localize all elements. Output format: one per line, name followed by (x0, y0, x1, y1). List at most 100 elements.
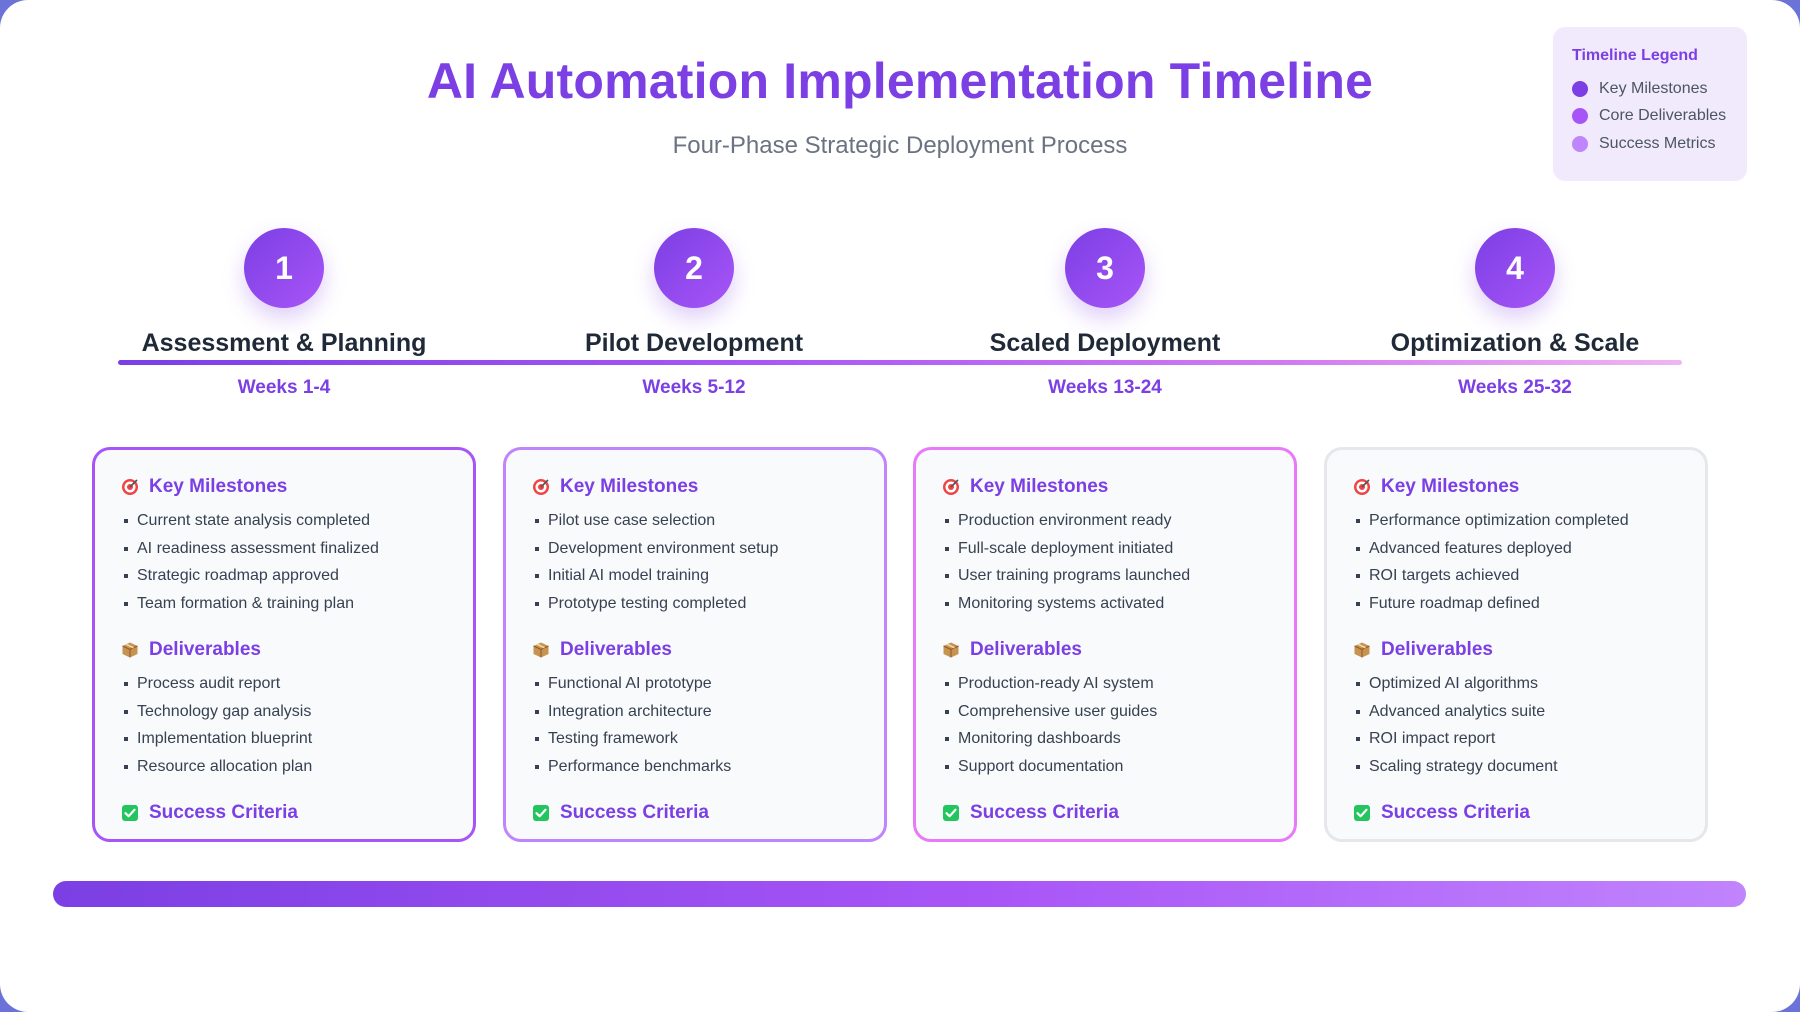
timeline-line (118, 360, 1682, 365)
check-icon (121, 804, 139, 822)
legend-item-deliverables: Core Deliverables (1572, 103, 1728, 131)
deliverables-heading: Deliverables (942, 639, 1268, 661)
list-item: Initial AI model training (532, 562, 858, 590)
milestones-heading: Key Milestones (1353, 476, 1679, 498)
page-title: AI Automation Implementation Timeline (426, 53, 1374, 109)
list-item: Full-scale deployment initiated (942, 535, 1268, 563)
list-item: Production environment ready (942, 507, 1268, 535)
list-item: Strategic roadmap approved (121, 562, 447, 590)
check-icon (942, 804, 960, 822)
package-icon (942, 641, 960, 659)
success-criteria-heading: Success Criteria (121, 802, 447, 824)
list-item: Pilot use case selection (532, 507, 858, 535)
phase-number-badge: 2 (654, 228, 734, 308)
target-icon (942, 478, 960, 496)
section-title: Deliverables (1381, 639, 1493, 660)
target-icon (532, 478, 550, 496)
package-icon (532, 641, 550, 659)
legend-title: Timeline Legend (1572, 47, 1698, 64)
timeline-legend: Timeline Legend Key Milestones Core Deli… (1553, 27, 1747, 181)
phase-weeks: Weeks 25-32 (1458, 377, 1572, 398)
section-title: Deliverables (970, 639, 1082, 660)
list-item: Implementation blueprint (121, 725, 447, 753)
phase-weeks: Weeks 13-24 (1048, 377, 1162, 398)
list-item: Current state analysis completed (121, 507, 447, 535)
success-criteria-heading: Success Criteria (942, 802, 1268, 824)
list-item: Future roadmap defined (1353, 590, 1679, 618)
milestones-heading: Key Milestones (121, 476, 447, 498)
list-item: Monitoring systems activated (942, 590, 1268, 618)
milestones-heading: Key Milestones (532, 476, 858, 498)
phase-number-badge: 4 (1475, 228, 1555, 308)
section-title: Deliverables (149, 639, 261, 660)
list-item: Monitoring dashboards (942, 725, 1268, 753)
deliverables-heading: Deliverables (121, 639, 447, 661)
section-title: Key Milestones (970, 476, 1109, 497)
phase-name: Optimization & Scale (1390, 329, 1640, 357)
package-icon (1353, 641, 1371, 659)
phase-number-badge: 1 (244, 228, 324, 308)
section-title: Key Milestones (560, 476, 699, 497)
list-item: Advanced analytics suite (1353, 698, 1679, 726)
section-title: Deliverables (560, 639, 672, 660)
list-item: Technology gap analysis (121, 698, 447, 726)
legend-item-milestones: Key Milestones (1572, 75, 1728, 103)
phase-number-badge: 3 (1065, 228, 1145, 308)
list-item: Advanced features deployed (1353, 535, 1679, 563)
list-item: Production-ready AI system (942, 670, 1268, 698)
list-item: Testing framework (532, 725, 858, 753)
legend-dot-icon (1572, 80, 1588, 97)
deliverables-heading: Deliverables (532, 639, 858, 661)
phase-name: Pilot Development (584, 329, 804, 357)
section-title: Success Criteria (970, 802, 1119, 823)
section-title: Success Criteria (149, 802, 298, 823)
list-item: Performance benchmarks (532, 753, 858, 781)
list-item: Process audit report (121, 670, 447, 698)
page-subtitle: Four-Phase Strategic Deployment Process (672, 132, 1128, 159)
milestones-heading: Key Milestones (942, 476, 1268, 498)
phase-weeks: Weeks 1-4 (237, 377, 331, 398)
legend-label: Core Deliverables (1599, 107, 1727, 125)
list-item: Development environment setup (532, 535, 858, 563)
list-item: Performance optimization completed (1353, 507, 1679, 535)
list-item: Prototype testing completed (532, 590, 858, 618)
target-icon (1353, 478, 1371, 496)
list-item: Optimized AI algorithms (1353, 670, 1679, 698)
list-item: AI readiness assessment finalized (121, 535, 447, 563)
legend-dot-icon (1572, 135, 1588, 152)
list-item: Functional AI prototype (532, 670, 858, 698)
legend-label: Success Metrics (1599, 134, 1716, 152)
list-item: Scaling strategy document (1353, 753, 1679, 781)
bottom-progress-bar (53, 881, 1746, 907)
list-item: Team formation & training plan (121, 590, 447, 618)
section-title: Success Criteria (1381, 802, 1530, 823)
phase-name: Scaled Deployment (989, 329, 1221, 357)
legend-item-metrics: Success Metrics (1572, 130, 1728, 158)
legend-label: Key Milestones (1599, 79, 1708, 97)
success-criteria-heading: Success Criteria (1353, 802, 1679, 824)
list-item: ROI targets achieved (1353, 562, 1679, 590)
target-icon (121, 478, 139, 496)
list-item: ROI impact report (1353, 725, 1679, 753)
check-icon (532, 804, 550, 822)
legend-dot-icon (1572, 108, 1588, 125)
list-item: Resource allocation plan (121, 753, 447, 781)
list-item: Support documentation (942, 753, 1268, 781)
success-criteria-heading: Success Criteria (532, 802, 858, 824)
list-item: User training programs launched (942, 562, 1268, 590)
